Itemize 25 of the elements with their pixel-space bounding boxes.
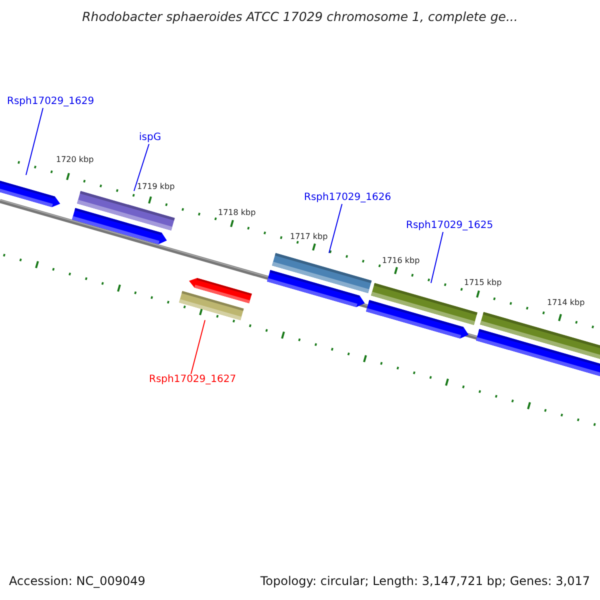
footer-text: Topology: circular; Length: 3,147,721 bp; Genes: 3,017 bbox=[260, 574, 590, 588]
leader-line bbox=[134, 144, 150, 192]
scale-label: 1714 kbp bbox=[547, 298, 585, 308]
leader-line bbox=[328, 204, 342, 254]
footer-text: Accession: NC_009049 bbox=[9, 574, 146, 588]
scale-label: 1718 kbp bbox=[218, 208, 256, 218]
chart-title: Rhodobacter sphaeroides ATCC 17029 chromosome 1, complete ge... bbox=[81, 9, 519, 24]
gene-label: Rsph17029_1629 bbox=[7, 96, 94, 108]
leader-line bbox=[430, 232, 444, 284]
gene-feature-bar bbox=[366, 300, 468, 339]
gene-feature-bar bbox=[178, 291, 244, 320]
gene-feature-bar bbox=[476, 329, 600, 378]
gene-feature-bar bbox=[72, 208, 167, 244]
leader-line bbox=[26, 108, 44, 176]
leader-line bbox=[190, 320, 206, 374]
gene-label: Rsph17029_1625 bbox=[406, 220, 494, 232]
gene-feature-bar bbox=[266, 270, 364, 308]
scale-label: 1717 kbp bbox=[290, 232, 328, 242]
scale-label: 1720 kbp bbox=[56, 155, 94, 165]
gene-label: ispG bbox=[139, 132, 162, 144]
scale-label: 1715 kbp bbox=[464, 278, 502, 288]
gene-label: Rsph17029_1627 bbox=[149, 374, 236, 386]
scale-label: 1716 kbp bbox=[382, 256, 420, 266]
gene-label: Rsph17029_1626 bbox=[304, 192, 392, 204]
scale-label: 1719 kbp bbox=[137, 182, 175, 192]
